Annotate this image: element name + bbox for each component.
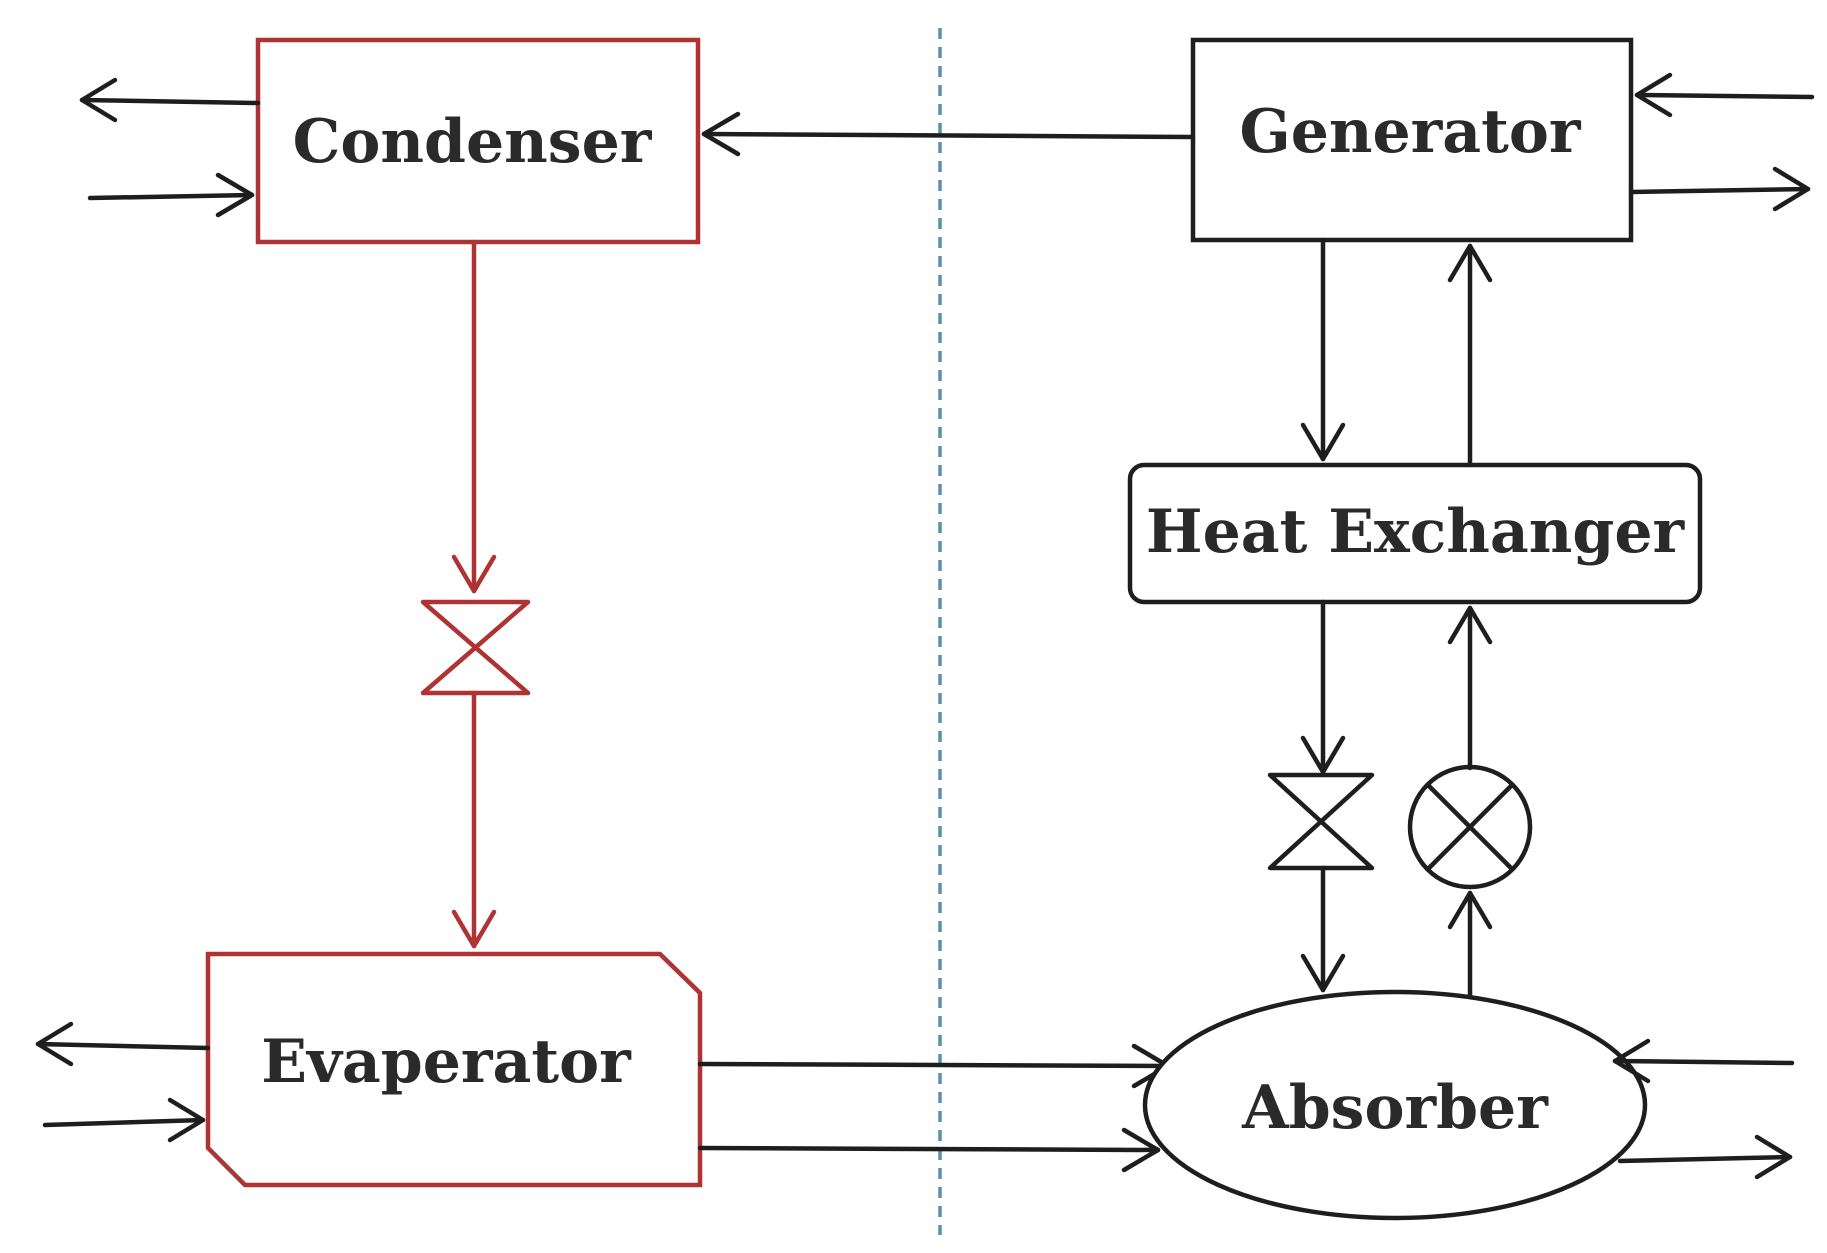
condenser-inlet-arrow — [87, 172, 255, 218]
condenser-to-valve-arrow — [451, 239, 497, 594]
valve-to-evaporator-arrow — [451, 690, 497, 949]
generator-outlet-arrow — [1628, 166, 1811, 212]
solution-expansion-valve-icon — [1267, 772, 1375, 871]
generator-label: Generator — [1239, 97, 1581, 167]
absorber-inlet-arrow — [1612, 1038, 1795, 1084]
absorber-block: Absorber — [1142, 989, 1648, 1221]
condenser-block: Condenser — [255, 37, 701, 245]
condenser-outlet-arrow — [79, 77, 261, 123]
evaporator-to-absorber-lower-arrow — [697, 1127, 1161, 1173]
solution-pump-icon — [1407, 764, 1533, 890]
evaporator-outlet-arrow — [35, 1021, 211, 1067]
heat-exchanger-box — [1127, 462, 1703, 605]
evaporator-label: Evaperator — [261, 1027, 632, 1097]
hx-to-valve-arrow — [1300, 599, 1346, 775]
evaporator-box — [205, 951, 703, 1188]
generator-inlet-arrow — [1634, 72, 1815, 118]
strong-solution-down-arrow — [1300, 237, 1346, 462]
absorber-ellipse — [1142, 989, 1648, 1221]
valve-to-absorber-arrow — [1300, 865, 1346, 993]
absorber-to-pump-arrow — [1447, 890, 1493, 1003]
heat-exchanger-label: Heat Exchanger — [1146, 497, 1686, 567]
refrigerant-expansion-valve-icon — [420, 599, 531, 696]
weak-solution-up-arrow — [1447, 243, 1493, 468]
absorber-label: Absorber — [1241, 1073, 1549, 1143]
absorber-outlet-arrow — [1617, 1134, 1793, 1180]
evaporator-block: Evaperator — [205, 951, 703, 1188]
pump-to-hx-arrow — [1447, 605, 1493, 771]
heat-exchanger-block: Heat Exchanger — [1127, 462, 1703, 605]
vapor-line-arrow — [701, 111, 1196, 157]
evaporator-inlet-arrow — [42, 1097, 206, 1143]
generator-block: Generator — [1190, 37, 1634, 243]
condenser-label: Condenser — [293, 107, 653, 177]
generator-box — [1190, 37, 1634, 243]
evaporator-to-absorber-upper-arrow — [697, 1043, 1171, 1089]
condenser-box — [255, 37, 701, 245]
